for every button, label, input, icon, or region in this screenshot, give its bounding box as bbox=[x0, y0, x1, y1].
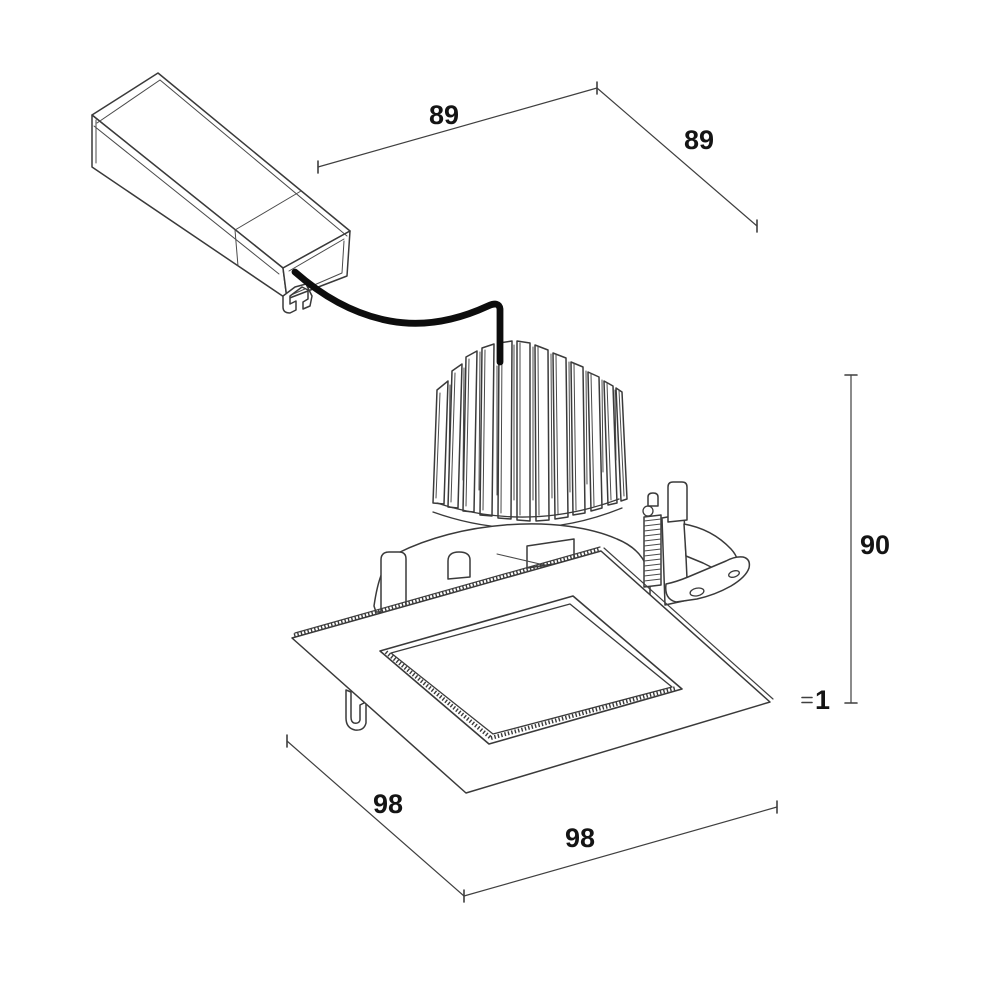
dimension-top-width: 89 bbox=[317, 81, 598, 174]
dimension-trim-thickness: 1 bbox=[801, 685, 830, 715]
light-opening-bevel bbox=[390, 603, 673, 735]
driver-end-inset-line bbox=[288, 238, 345, 296]
dimension-label: 1 bbox=[815, 685, 830, 715]
driver-end-face bbox=[282, 230, 351, 300]
dimension-line bbox=[596, 87, 758, 227]
trim-plate-surface bbox=[291, 550, 771, 794]
clip-foot bbox=[664, 556, 751, 603]
spring-pin-knob bbox=[647, 492, 659, 507]
dimension-top-depth: 89 bbox=[596, 87, 758, 233]
power-cable bbox=[291, 268, 504, 366]
light-opening bbox=[379, 595, 683, 745]
mounting-arch bbox=[447, 551, 471, 580]
opening-bevel-hatch bbox=[384, 650, 677, 740]
spring-clip bbox=[642, 481, 751, 606]
trim-foot-tab bbox=[345, 689, 367, 731]
driver-clip bbox=[282, 283, 313, 314]
dimension-bottom-depth: 98 bbox=[463, 800, 778, 897]
heatsink-back-fin-lines bbox=[448, 344, 617, 501]
driver-seam-line bbox=[234, 190, 302, 267]
thickness-tick-icon bbox=[801, 696, 813, 704]
trim-edge-top-left bbox=[294, 546, 601, 634]
heatsink bbox=[432, 340, 628, 529]
mounting-tab-left bbox=[380, 551, 407, 614]
driver-box bbox=[91, 72, 351, 314]
clip-foot-hole bbox=[689, 587, 705, 597]
heatsink-fins bbox=[432, 340, 628, 522]
dimension-tick bbox=[844, 374, 858, 704]
dimension-height: 90 bbox=[844, 374, 890, 704]
dimension-label: 90 bbox=[860, 530, 890, 560]
dimension-label: 98 bbox=[373, 789, 403, 819]
trim-plate bbox=[291, 546, 774, 794]
dimension-bottom-width: 98 bbox=[286, 734, 465, 903]
trim-edge-hatch bbox=[293, 547, 601, 637]
driver-front-inset-line bbox=[93, 125, 280, 275]
dimension-line bbox=[463, 806, 778, 897]
spring-coil-turns bbox=[643, 518, 662, 582]
dimension-label: 98 bbox=[565, 823, 595, 853]
heatsink-fin-inner-edges bbox=[435, 342, 625, 516]
trim-edge-top-right bbox=[603, 547, 774, 700]
dimension-line bbox=[286, 740, 465, 897]
spring-pin-eye bbox=[642, 505, 654, 517]
dimension-label: 89 bbox=[684, 125, 714, 155]
clip-upper-post bbox=[667, 481, 688, 523]
clip-foot-hole bbox=[728, 570, 740, 578]
dimension-label: 89 bbox=[429, 100, 459, 130]
dimension-line bbox=[317, 87, 598, 168]
driver-top-inset-line bbox=[96, 79, 348, 237]
